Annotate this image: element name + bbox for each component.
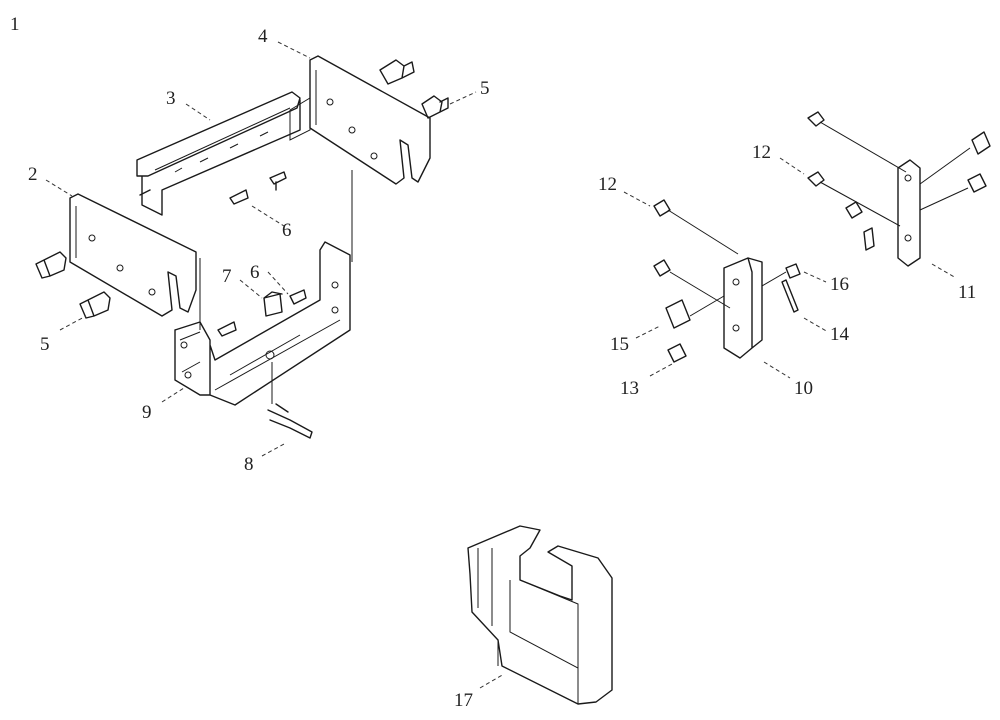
callout-12-left: 12 — [598, 174, 617, 195]
figure-number: 1 — [10, 14, 20, 35]
callout-6-lower: 6 — [250, 262, 260, 283]
callout-10: 10 — [794, 378, 813, 399]
part-8-pin — [267, 403, 313, 439]
callout-8: 8 — [244, 454, 254, 475]
right-bracket-group — [653, 111, 991, 363]
main-bracket-assembly — [69, 55, 431, 406]
part-10-bracket — [723, 257, 763, 359]
callout-labels: 1 2 3 4 5 5 6 6 7 8 9 10 11 12 12 13 14 … — [10, 14, 976, 711]
part-11-strap — [897, 159, 921, 267]
part-3-rear-rail — [136, 91, 301, 216]
callout-6-upper: 6 — [282, 220, 292, 241]
callout-14: 14 — [830, 324, 850, 345]
callout-13: 13 — [620, 378, 639, 399]
callout-7: 7 — [222, 266, 232, 287]
callout-11: 11 — [958, 282, 976, 303]
part-9-lower-frame — [174, 241, 351, 406]
part-7-bushing — [263, 291, 283, 317]
callout-3: 3 — [166, 88, 176, 109]
callout-4: 4 — [258, 26, 268, 47]
callout-12-right: 12 — [752, 142, 771, 163]
leader-lines — [45, 41, 957, 689]
part-2-left-plate — [69, 193, 197, 317]
callout-2: 2 — [28, 164, 38, 185]
callout-9: 9 — [142, 402, 152, 423]
part-17-weight — [467, 525, 613, 705]
main-hardware — [35, 59, 449, 439]
callout-5-left: 5 — [40, 334, 50, 355]
part-4-right-plate — [309, 55, 431, 185]
callout-15: 15 — [610, 334, 629, 355]
callout-5-top: 5 — [480, 78, 490, 99]
callout-17: 17 — [454, 690, 473, 711]
callout-16: 16 — [830, 274, 849, 295]
